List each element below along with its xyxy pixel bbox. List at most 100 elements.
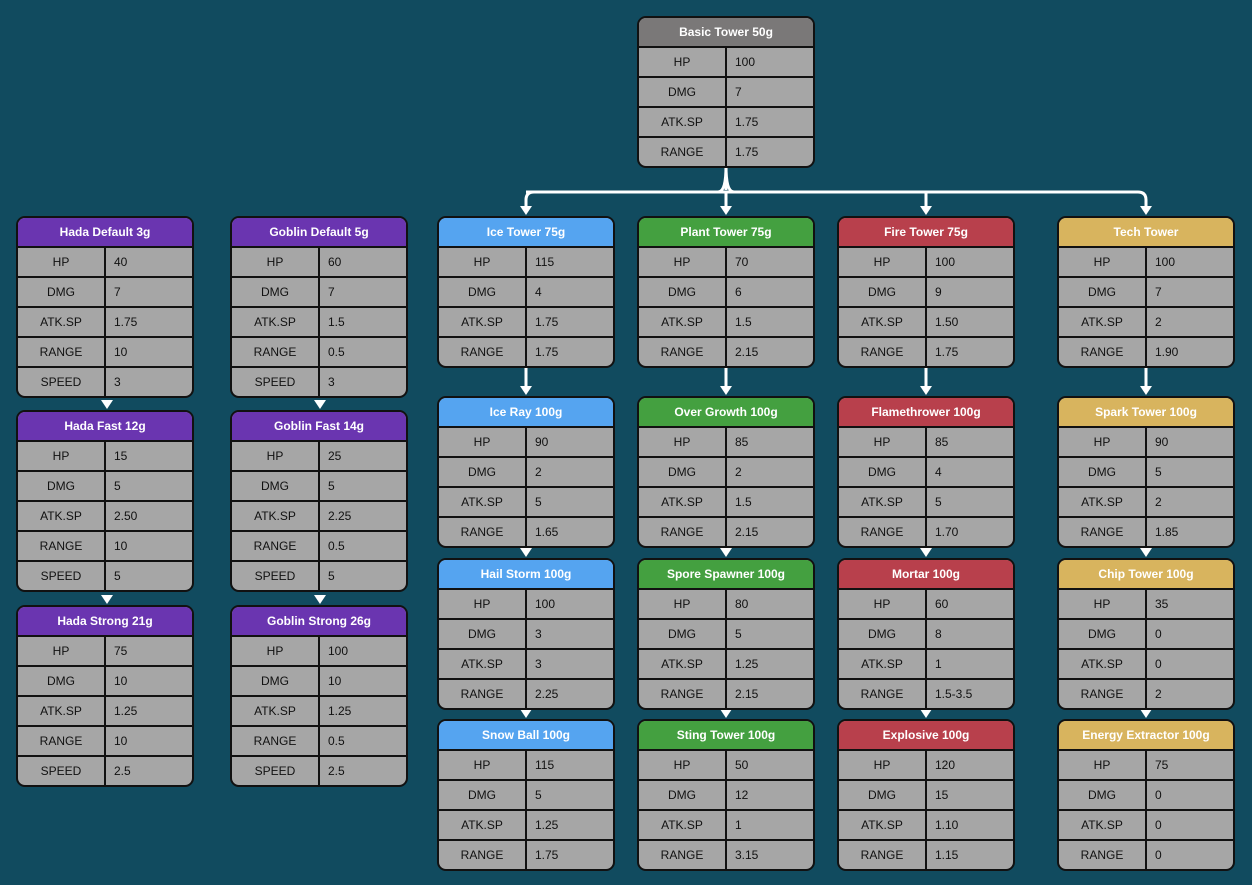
stat-value: 2.15 (735, 525, 759, 539)
stat-label: ATK.SP (439, 308, 527, 336)
stat-value: 5 (535, 788, 542, 802)
stat-value: 85 (735, 435, 749, 449)
stat-value: 5 (328, 569, 335, 583)
stat-value: 15 (935, 788, 949, 802)
stat-value: 9 (935, 285, 942, 299)
arrow-tier3-0 (520, 548, 532, 557)
stat-value: 5 (328, 479, 335, 493)
stat-value: 40 (114, 255, 128, 269)
tower-title: Spore Spawner 100g (639, 560, 813, 590)
arrow-unit-strong-1 (314, 595, 326, 604)
stat-label: HP (639, 428, 727, 456)
stat-label: DMG (18, 278, 106, 306)
stat-value: 85 (935, 435, 949, 449)
stat-label: DMG (439, 278, 527, 306)
stat-value: 1.70 (935, 525, 959, 539)
stat-label: RANGE (18, 727, 106, 755)
stat-value: 1.5-3.5 (935, 687, 973, 701)
stat-value: 5 (114, 479, 121, 493)
stat-value: 0.5 (328, 539, 345, 553)
stat-value: 1 (735, 818, 742, 832)
stat-value: 2 (535, 465, 542, 479)
tower-title: Sting Tower 100g (639, 721, 813, 751)
stat-value: 1.75 (935, 345, 959, 359)
arrow-tier2-0 (520, 386, 532, 395)
stat-label: HP (18, 248, 106, 276)
stat-value: 1.25 (535, 818, 559, 832)
stat-value: 1.50 (935, 315, 959, 329)
stat-value: 1.75 (114, 315, 138, 329)
stat-label: HP (639, 248, 727, 276)
stat-value: 12 (735, 788, 749, 802)
stat-label: HP (839, 248, 927, 276)
stat-label: RANGE (1059, 518, 1147, 546)
stat-value: 10 (114, 734, 128, 748)
tower-title: Flamethrower 100g (839, 398, 1013, 428)
arrow-ice (520, 206, 532, 215)
stat-row: ATK.SP 1.25 (639, 650, 813, 680)
stat-label: DMG (232, 472, 320, 500)
stat-label: RANGE (1059, 680, 1147, 708)
stat-value: 3.15 (735, 848, 759, 862)
stat-value: 70 (735, 255, 749, 269)
stat-value: 1.75 (735, 145, 759, 159)
tower-title: Goblin Fast 14g (232, 412, 406, 442)
stat-row: HP 40 (18, 248, 192, 278)
stat-label: ATK.SP (1059, 811, 1147, 839)
stat-label: RANGE (639, 841, 727, 869)
tower-title: Ice Tower 75g (439, 218, 613, 248)
stat-label: RANGE (639, 138, 727, 166)
stat-value: 0 (1155, 818, 1162, 832)
stat-label: DMG (839, 458, 927, 486)
stat-value: 75 (114, 644, 128, 658)
stat-label: RANGE (439, 841, 527, 869)
stat-value: 1 (935, 657, 942, 671)
stat-value: 1.85 (1155, 525, 1179, 539)
stat-label: RANGE (1059, 338, 1147, 366)
stat-value: 2 (1155, 495, 1162, 509)
stat-label: ATK.SP (1059, 488, 1147, 516)
stat-label: DMG (18, 667, 106, 695)
stat-label: ATK.SP (439, 650, 527, 678)
stat-label: DMG (232, 667, 320, 695)
stat-value: 1.25 (735, 657, 759, 671)
stat-label: DMG (1059, 278, 1147, 306)
stat-label: HP (232, 248, 320, 276)
stat-value: 1.75 (535, 848, 559, 862)
stat-label: ATK.SP (639, 650, 727, 678)
stat-row: ATK.SP 0 (1059, 811, 1233, 841)
stat-value: 5 (535, 495, 542, 509)
stat-value: 1.75 (535, 345, 559, 359)
tower-title: Hada Default 3g (18, 218, 192, 248)
arrow-tier3-3 (1140, 548, 1152, 557)
stat-value: 5 (935, 495, 942, 509)
stat-label: RANGE (439, 680, 527, 708)
